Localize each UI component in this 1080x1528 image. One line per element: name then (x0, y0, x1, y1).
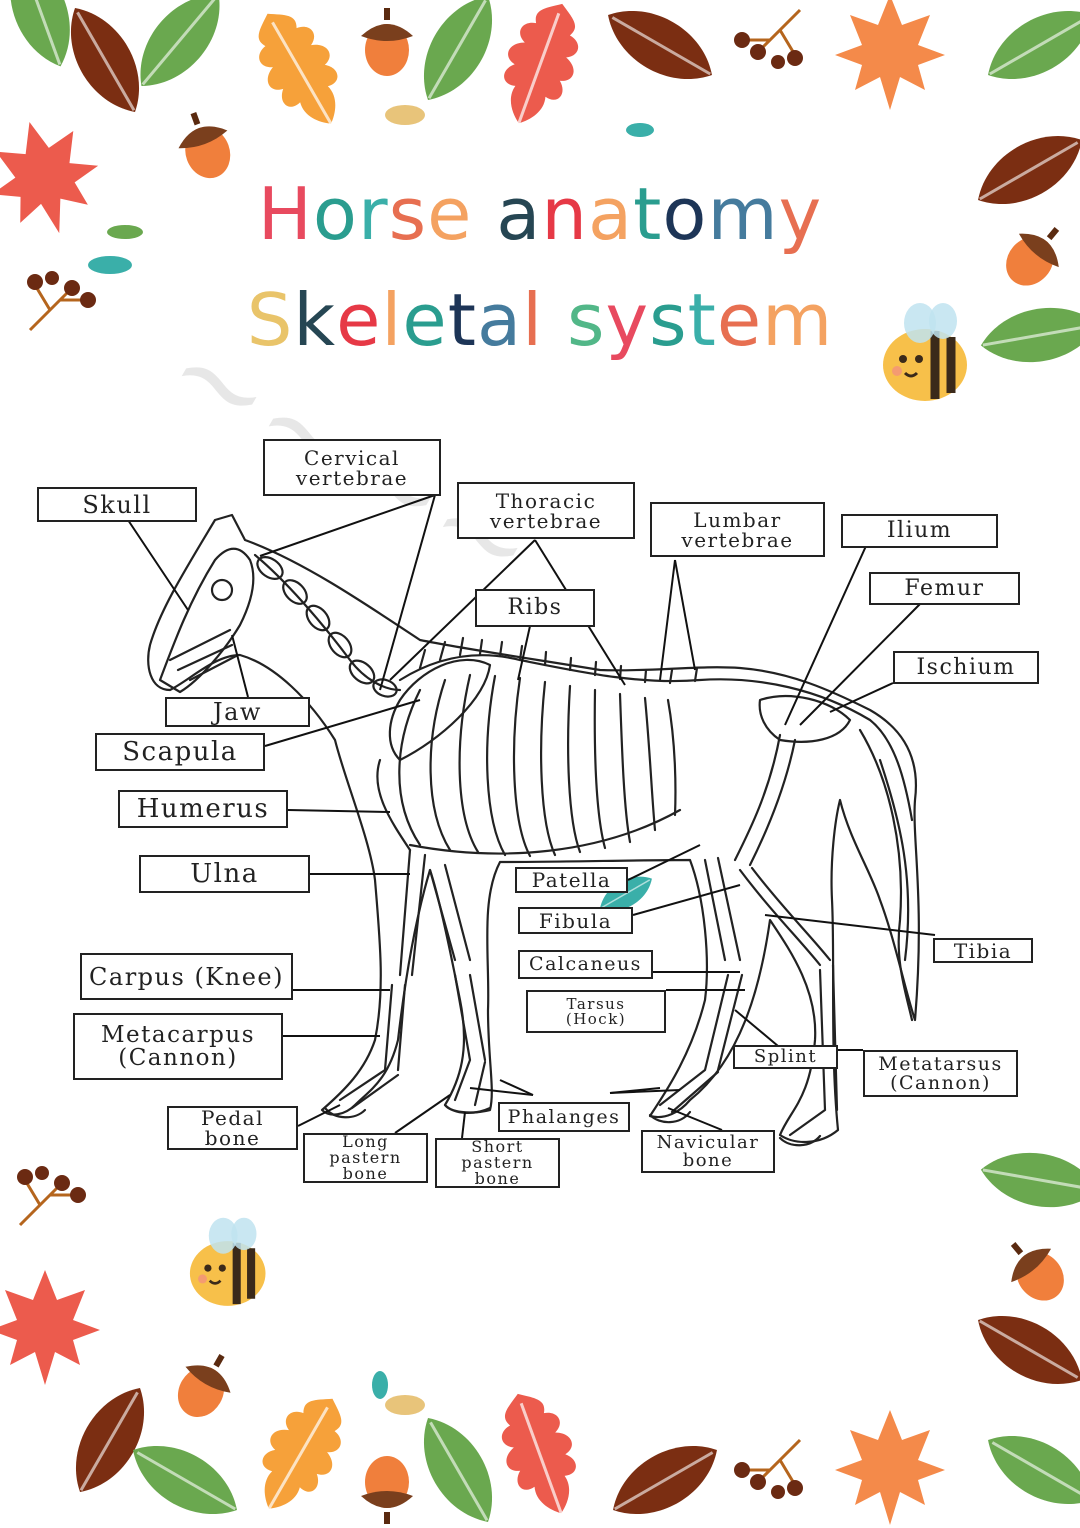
label-metatarsus: Metatarsus (Cannon) (863, 1050, 1018, 1097)
title-letter: e (716, 278, 763, 362)
spinous-processes (418, 636, 699, 685)
fore-cannon-front (383, 983, 407, 1072)
title-letter: y (605, 278, 650, 362)
title-letter: s (649, 278, 688, 362)
title-letter: t (633, 172, 663, 256)
title-line-2: Skeletal system (0, 278, 1080, 362)
label-patella: Patella (515, 867, 628, 893)
hind-cannon (788, 963, 839, 1137)
title-letter: e (336, 278, 382, 362)
label-ulna: Ulna (139, 855, 310, 893)
label-pedal-bone: Pedal bone (167, 1106, 298, 1150)
humerus-bone (376, 758, 412, 852)
cervical-bones (256, 555, 398, 698)
title-letter: H (257, 172, 313, 256)
pelvis-shape (758, 694, 852, 743)
label-phalanges: Phalanges (498, 1102, 630, 1132)
label-ischium: Ischium (893, 651, 1039, 684)
bottom-leaves (0, 866, 1080, 1528)
label-skull: Skull (37, 487, 197, 522)
label-fibula: Fibula (518, 907, 633, 934)
ribcage (398, 673, 682, 858)
label-tarsus: Tarsus (Hock) (526, 990, 666, 1033)
top-leaves (0, 0, 1080, 373)
title-letter: a (476, 278, 523, 362)
title-letter: s (388, 172, 428, 256)
title-letter: k (293, 278, 337, 362)
title-letter: y (778, 172, 823, 256)
label-splint: Splint (733, 1045, 838, 1069)
title-letter: S (246, 278, 294, 362)
femur-bone (733, 733, 797, 867)
label-ribs: Ribs (475, 589, 595, 627)
title-letter: l (522, 278, 544, 362)
title-letter: n (541, 172, 589, 256)
skull-shape (158, 547, 255, 694)
label-navicular-bone: Navicular bone (641, 1130, 775, 1173)
label-short-pastern-bone: Short pastern bone (435, 1138, 560, 1188)
hind-leg-near (658, 856, 744, 1114)
title-letter: o (662, 172, 708, 256)
title-letter: l (381, 278, 403, 362)
title-line-1: Horse anatomy (0, 172, 1080, 256)
title-letter: o (312, 172, 358, 256)
label-humerus: Humerus (118, 790, 288, 828)
cervical-chain (253, 553, 402, 692)
title-letter: t (687, 278, 717, 362)
tail (858, 728, 914, 1022)
label-femur: Femur (869, 572, 1020, 605)
horse-outline (147, 513, 920, 1144)
label-cervical-vertebrae: Cervical vertebrae (263, 439, 441, 496)
title-letter: m (762, 278, 834, 362)
spine (398, 654, 914, 822)
title-letter: e (427, 172, 473, 256)
fore-pastern-front (338, 1068, 400, 1110)
title-letter: s (566, 278, 606, 362)
title-letter: e (402, 278, 448, 362)
title-letter: r (357, 172, 389, 256)
label-carpus: Carpus (Knee) (80, 953, 293, 1000)
scapula-shape (388, 658, 492, 762)
label-thoracic-vertebrae: Thoracic vertebrae (457, 482, 635, 539)
label-scapula: Scapula (95, 733, 265, 771)
label-long-pastern-bone: Long pastern bone (303, 1133, 428, 1183)
title-letter: a (588, 172, 634, 256)
label-lumbar-vertebrae: Lumbar vertebrae (650, 502, 825, 557)
label-jaw: Jaw (165, 697, 310, 727)
label-calcaneus: Calcaneus (518, 950, 653, 979)
ulna-bone (398, 848, 427, 977)
fore-leg-back (428, 863, 487, 1107)
label-metacarpus: Metacarpus (Cannon) (73, 1013, 283, 1080)
title-letter: t (447, 278, 477, 362)
label-ilium: Ilium (841, 514, 998, 548)
title-letter: a (496, 172, 542, 256)
title-letter: m (707, 172, 779, 256)
label-tibia: Tibia (933, 938, 1033, 963)
